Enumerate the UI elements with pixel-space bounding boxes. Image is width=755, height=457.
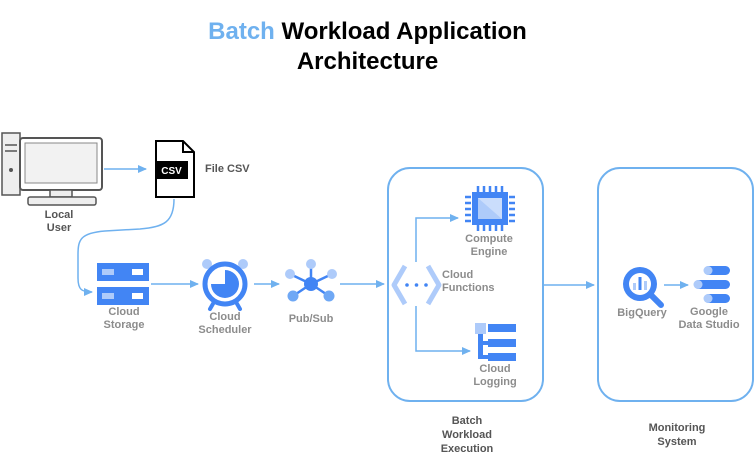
csv-file-icon <box>155 140 195 198</box>
diagram-title-line2: Architecture <box>296 48 439 75</box>
title-accent: Batch <box>208 18 275 45</box>
compute-engine-icon <box>465 186 515 231</box>
monitoring-system-group <box>597 167 754 402</box>
csv-badge-text: CSV <box>161 166 182 177</box>
bigquery-icon <box>623 267 664 308</box>
cloud-functions-label: Cloud Functions <box>442 269 495 294</box>
compute-engine-label: Compute Engine <box>465 233 513 258</box>
arrow-functions-to-compute <box>415 214 459 262</box>
diagram-title: Batch Workload Application <box>0 17 735 46</box>
cloud-logging-label: Cloud Logging <box>473 363 517 388</box>
computer-icon <box>1 132 103 206</box>
pubsub-icon <box>285 259 337 302</box>
pubsub-label: Pub/Sub <box>288 313 334 325</box>
data-studio-icon <box>693 266 730 303</box>
title-rest: Workload Application <box>281 18 527 45</box>
monitoring-system-label: Monitoring System <box>648 422 706 448</box>
data-studio-label: Google Data Studio <box>678 306 740 331</box>
bigquery-label: BigQuery <box>617 307 667 319</box>
local-user-label: Local User <box>44 209 74 234</box>
cloud-storage-label: Cloud Storage <box>103 306 145 331</box>
cloud-scheduler-icon <box>202 259 248 311</box>
file-csv-label: File CSV <box>205 163 250 175</box>
cloud-scheduler-label: Cloud Scheduler <box>198 311 252 336</box>
cloud-storage-icon <box>97 263 149 305</box>
arrow-functions-to-logging <box>415 306 471 355</box>
batch-workload-group <box>387 167 544 402</box>
batch-workload-execution-label: Batch Workload Execution <box>440 415 494 455</box>
cloud-logging-icon <box>475 323 516 361</box>
cloud-functions-icon <box>391 264 442 306</box>
arrow-csv-to-storage <box>77 198 175 296</box>
